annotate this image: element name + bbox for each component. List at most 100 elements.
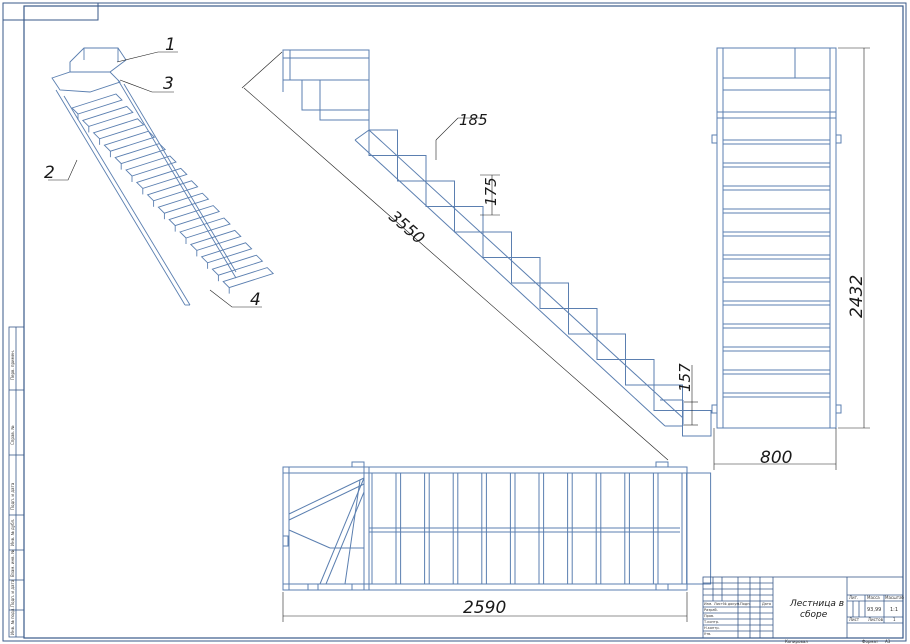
front-landing-rail <box>722 77 831 91</box>
isometric-callouts <box>48 51 262 308</box>
dimension-total-height: 2432 <box>847 275 867 318</box>
stringer-inner-edge <box>368 129 684 419</box>
dimension-width: 800 <box>760 448 792 468</box>
title-row-label: Дата <box>762 602 771 606</box>
iso-step <box>92 118 145 140</box>
dimension-total-length: 2590 <box>463 598 506 618</box>
iso-step <box>135 167 188 189</box>
iso-step <box>114 143 167 165</box>
iso-step <box>200 242 253 264</box>
front-view <box>711 47 842 429</box>
title-scale-value: 1:1 <box>890 607 898 613</box>
title-sign-label: Пров. <box>704 614 714 618</box>
front-dimension-lines <box>713 47 870 470</box>
step-tread <box>454 206 484 233</box>
drawing-title-line2: сборе <box>800 610 828 620</box>
title-sheets-value: 1 <box>893 617 896 622</box>
plan-winder-diagonal <box>319 477 365 585</box>
step-tread <box>482 231 512 258</box>
iso-step <box>179 217 231 239</box>
side-dimension-lines <box>241 51 698 461</box>
plan-bracket <box>655 583 669 591</box>
side-stamp-label: Инв. № подл. <box>10 607 15 635</box>
side-stamp-label: Инв. № дубл. <box>10 519 15 546</box>
iso-step <box>168 205 221 227</box>
stringer-top <box>354 112 370 141</box>
title-row-label: № докум. <box>723 602 740 606</box>
iso-step <box>146 180 199 202</box>
side-stamp-label: Подп. и дата <box>10 482 15 510</box>
iso-stringer <box>55 89 186 306</box>
iso-step <box>157 192 210 214</box>
title-sheet-label: Лист <box>849 617 860 622</box>
side-stamp-label: Справ. № <box>10 426 15 445</box>
callout-4: 4 <box>250 290 261 310</box>
title-col-lit: Лит. <box>849 595 858 600</box>
step-tread <box>682 410 712 437</box>
copied-label: Копировал <box>785 639 808 644</box>
stringer-outer-edge <box>354 139 666 427</box>
front-bracket <box>711 404 718 414</box>
dimension-tread-depth: 185 <box>459 111 488 129</box>
dimension-riser-height: 175 <box>482 177 500 206</box>
title-mass-value: 93,99 <box>867 607 881 613</box>
title-block <box>702 576 904 639</box>
drawing-title: Лестница в <box>789 599 844 609</box>
plan-winder-diagonal <box>288 529 331 549</box>
iso-step <box>81 105 134 127</box>
step-tread <box>596 333 626 360</box>
front-bracket <box>835 134 842 144</box>
iso-landing-lower <box>51 71 121 93</box>
step-tread <box>511 257 541 284</box>
format-value: A3 <box>885 639 891 644</box>
callout-2: 2 <box>44 163 55 183</box>
title-sign-label: Разраб. <box>704 608 718 612</box>
plan-winder-diagonal <box>325 491 365 585</box>
side-elevation-view <box>282 49 712 437</box>
step-tread <box>425 180 455 207</box>
title-col-mass: Масса <box>867 595 880 600</box>
step-tread <box>368 129 398 156</box>
title-row-label: Подп. <box>740 602 751 606</box>
iso-stringer <box>123 83 237 273</box>
format-label: Формат <box>862 639 879 644</box>
title-sign-label: Утв. <box>704 632 711 636</box>
callout-3: 3 <box>163 74 174 94</box>
step-tread <box>539 282 569 309</box>
iso-step <box>103 130 156 152</box>
plan-bracket <box>351 461 365 468</box>
front-outline <box>716 47 837 429</box>
landing-frame <box>282 49 370 81</box>
plan-dimension-lines <box>282 592 688 622</box>
plan-bracket <box>351 583 365 591</box>
title-col-scale: Масштаб <box>885 595 905 600</box>
title-row-label: Лист <box>714 602 723 606</box>
iso-step <box>222 267 275 289</box>
iso-stringer <box>63 95 191 306</box>
plan-tread <box>686 472 712 585</box>
plan-bracket <box>282 535 289 547</box>
front-landing <box>722 47 796 79</box>
iso-step <box>211 254 264 276</box>
plan-winder-diagonal <box>344 479 361 585</box>
title-block-text: Лестница в сборе Лит. Масса Масштаб 93,9… <box>703 595 905 644</box>
iso-step <box>189 229 242 251</box>
landing-box <box>319 79 370 121</box>
side-stamp-labels: Перв. примен. Справ. № Подп. и дата Инв.… <box>10 350 15 635</box>
iso-stringer <box>117 79 237 279</box>
iso-step <box>71 93 123 115</box>
side-stamp <box>8 326 25 638</box>
side-stamp-label: Перв. примен. <box>10 350 15 380</box>
front-bracket <box>711 134 718 144</box>
title-sign-label: Н.контр. <box>704 626 720 630</box>
step-tread <box>625 359 655 386</box>
step-tread <box>653 384 683 411</box>
plan-view <box>282 461 712 591</box>
dimension-stringer-length: 3550 <box>385 207 428 248</box>
title-sheets-label: Листов <box>868 617 884 622</box>
plan-bracket <box>655 461 669 468</box>
plan-winder-diagonal <box>288 483 365 521</box>
title-row-label: Изм. <box>704 602 712 606</box>
